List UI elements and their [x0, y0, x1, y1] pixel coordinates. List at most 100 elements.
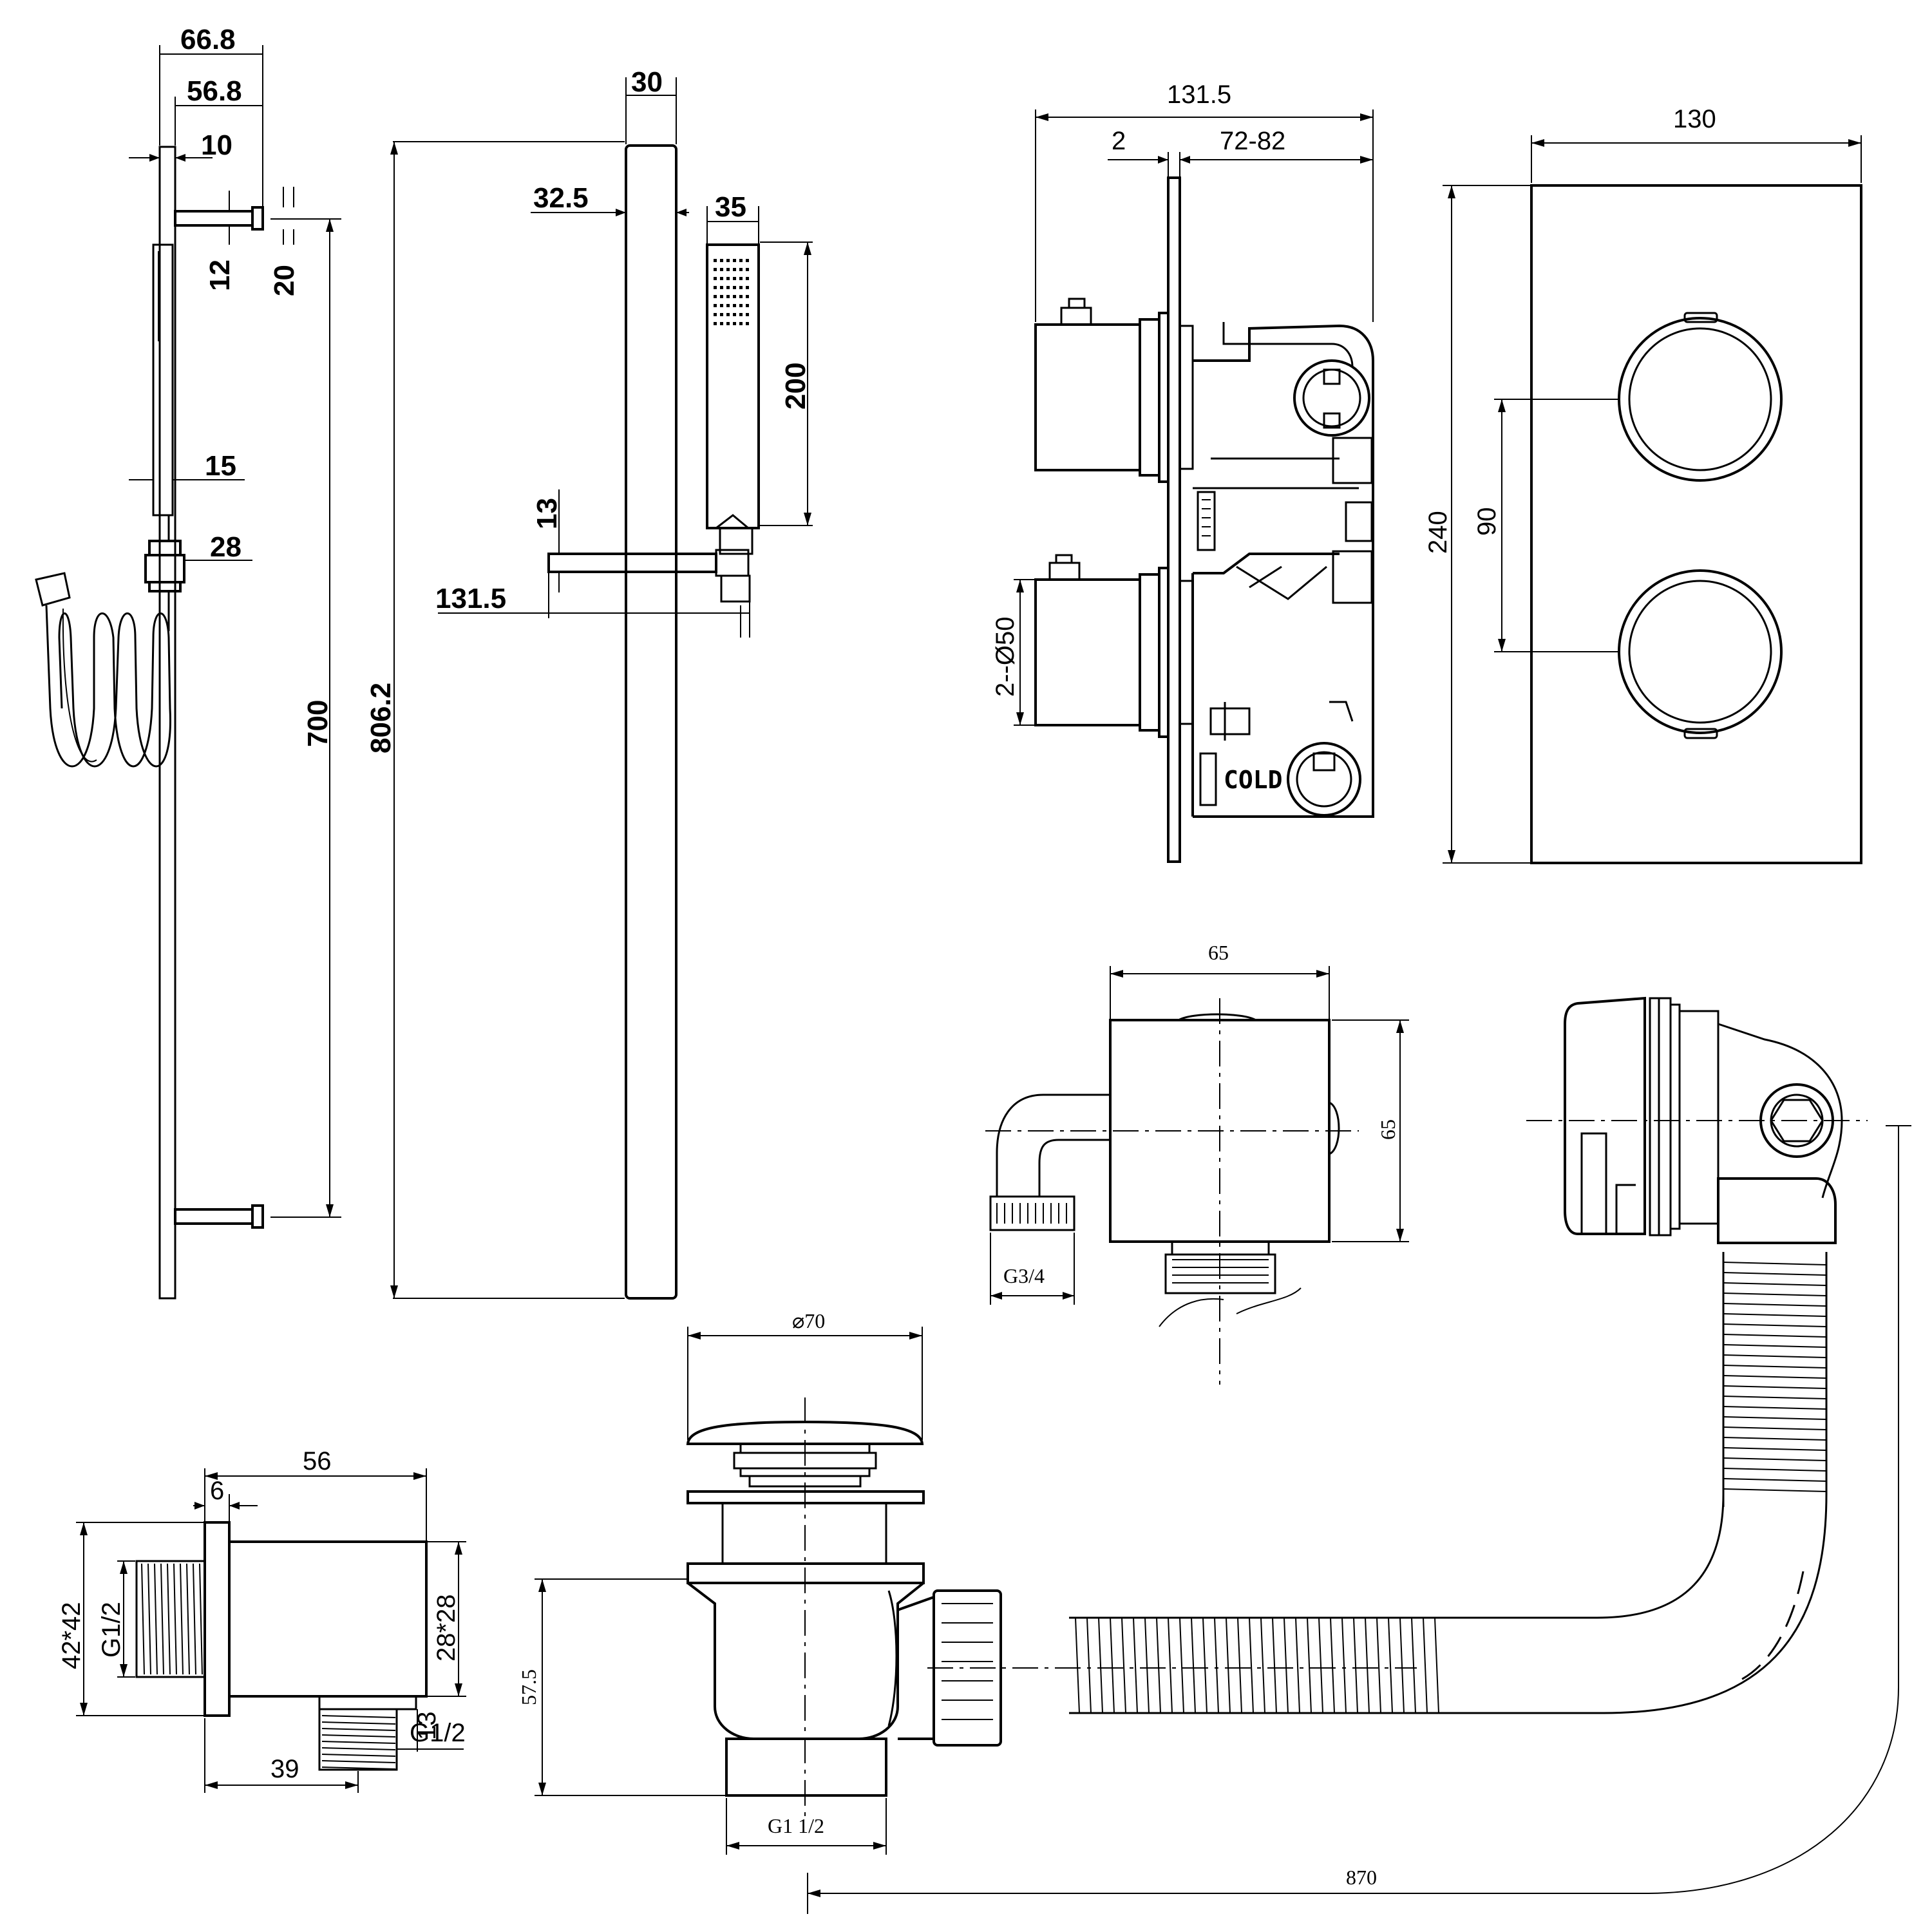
spray-nozzle-dot [726, 295, 730, 298]
dim-65-horizontal: 65 [1208, 941, 1229, 964]
detail-line [141, 1563, 145, 1675]
detail-line [1723, 1457, 1827, 1461]
spray-nozzle-dot [720, 286, 723, 289]
spray-nozzle-dot [720, 322, 723, 325]
detail-line [1723, 1488, 1827, 1492]
hose-hidden-line [1449, 1571, 1804, 1714]
dim-35: 35 [715, 191, 746, 223]
dim-13-outlet: 13 [413, 1712, 441, 1741]
detail-line [160, 1563, 164, 1675]
detail-line [1723, 1365, 1827, 1368]
detail-line [1086, 1617, 1092, 1714]
cold-label: COLD [1224, 766, 1283, 794]
spray-nozzle-dot [739, 313, 743, 316]
spray-nozzle-dot [739, 322, 743, 325]
dim-2: 2 [1112, 127, 1126, 155]
spray-nozzle-dot [746, 286, 749, 289]
detail-line [1723, 1282, 1827, 1286]
detail-line [1133, 1617, 1138, 1714]
spray-nozzle-dot [746, 322, 749, 325]
dim-g1-2-outlet: G1/2 [410, 1719, 466, 1747]
dim-66-8: 66.8 [180, 24, 236, 55]
dim-56: 56 [303, 1447, 332, 1475]
spray-nozzle-dot [739, 286, 743, 289]
bath-filler-side [985, 998, 1359, 1385]
detail-line [321, 1734, 396, 1738]
spray-nozzle-dot [739, 268, 743, 271]
outlet-thread-left [141, 1563, 203, 1675]
spray-nozzle-dot [720, 295, 723, 298]
detail-line [1283, 1617, 1289, 1714]
dim-131-5-rail: 131.5 [435, 583, 506, 614]
dim-65-vertical: 65 [1376, 1119, 1399, 1140]
detail-line [1723, 1478, 1827, 1482]
spray-nozzle-dot [733, 277, 736, 280]
detail-line [1723, 1416, 1827, 1420]
valve-side-dimensions: 131.5 2 72-82 2--Ø50 [991, 80, 1374, 726]
detail-line [199, 1563, 203, 1675]
spray-nozzle-dot [714, 304, 717, 307]
wall-outlet-elbow [135, 1521, 428, 1771]
spray-nozzle-dot [720, 268, 723, 271]
detail-line [193, 1563, 196, 1675]
dim-700: 700 [302, 700, 334, 747]
detail-line [1249, 1617, 1254, 1714]
spray-nozzle-dot [726, 322, 730, 325]
dim-15: 15 [205, 450, 236, 482]
dim-870: 870 [1346, 1866, 1377, 1889]
detail-line [1121, 1617, 1126, 1714]
dim-90: 90 [1473, 507, 1501, 536]
detail-line [321, 1728, 396, 1731]
spray-nozzle-dot [714, 295, 717, 298]
detail-line [1723, 1262, 1827, 1265]
detail-line [1295, 1617, 1300, 1714]
spray-nozzle-dot [739, 259, 743, 262]
dim-131-5-valve: 131.5 [1167, 80, 1231, 109]
dim-13: 13 [531, 498, 563, 529]
bath-waste-side [686, 1397, 1417, 1823]
detail-line [1723, 1437, 1827, 1441]
detail-line [1365, 1617, 1370, 1714]
dim-200: 200 [780, 363, 811, 410]
spray-nozzle-dot [714, 268, 717, 271]
dim-g1-2-thread: G1/2 [97, 1602, 126, 1658]
dim-20: 20 [269, 265, 300, 296]
detail-line [1723, 1303, 1827, 1307]
dim-130: 130 [1673, 105, 1716, 133]
spray-nozzle-dot [714, 322, 717, 325]
detail-line [1330, 1617, 1335, 1714]
spray-nozzle-dot [746, 313, 749, 316]
detail-line [1202, 1617, 1208, 1714]
detail-line [1341, 1617, 1347, 1714]
spray-nozzle-dot [746, 277, 749, 280]
spray-nozzle-dot [733, 259, 736, 262]
spray-nozzle-dot [720, 304, 723, 307]
detail-line [1399, 1617, 1405, 1714]
detail-line [1260, 1617, 1265, 1714]
detail-line [1411, 1617, 1416, 1714]
detail-line [180, 1563, 184, 1675]
detail-line [1723, 1385, 1827, 1389]
detail-line [1723, 1447, 1827, 1451]
detail-line [1168, 1617, 1173, 1714]
spray-nozzle-dot [739, 295, 743, 298]
detail-line [321, 1741, 396, 1744]
detail-line [154, 1563, 158, 1675]
dim-240: 240 [1424, 511, 1452, 554]
detail-line [1723, 1293, 1827, 1296]
rail-side-view [547, 144, 760, 1300]
spray-nozzle-dot [746, 304, 749, 307]
detail-line [1723, 1406, 1827, 1410]
detail-line [1723, 1468, 1827, 1472]
spray-nozzle-dot [720, 313, 723, 316]
spray-nozzle-dot [733, 322, 736, 325]
spray-nozzle-dot [726, 259, 730, 262]
dim-10: 10 [201, 129, 232, 161]
overflow-hose [1722, 1252, 1828, 1507]
outlet-thread-bottom [321, 1715, 396, 1770]
detail-line [1723, 1323, 1827, 1327]
detail-line [1723, 1426, 1827, 1430]
spray-nozzle-dot [720, 259, 723, 262]
spray-nozzle-dot [726, 277, 730, 280]
